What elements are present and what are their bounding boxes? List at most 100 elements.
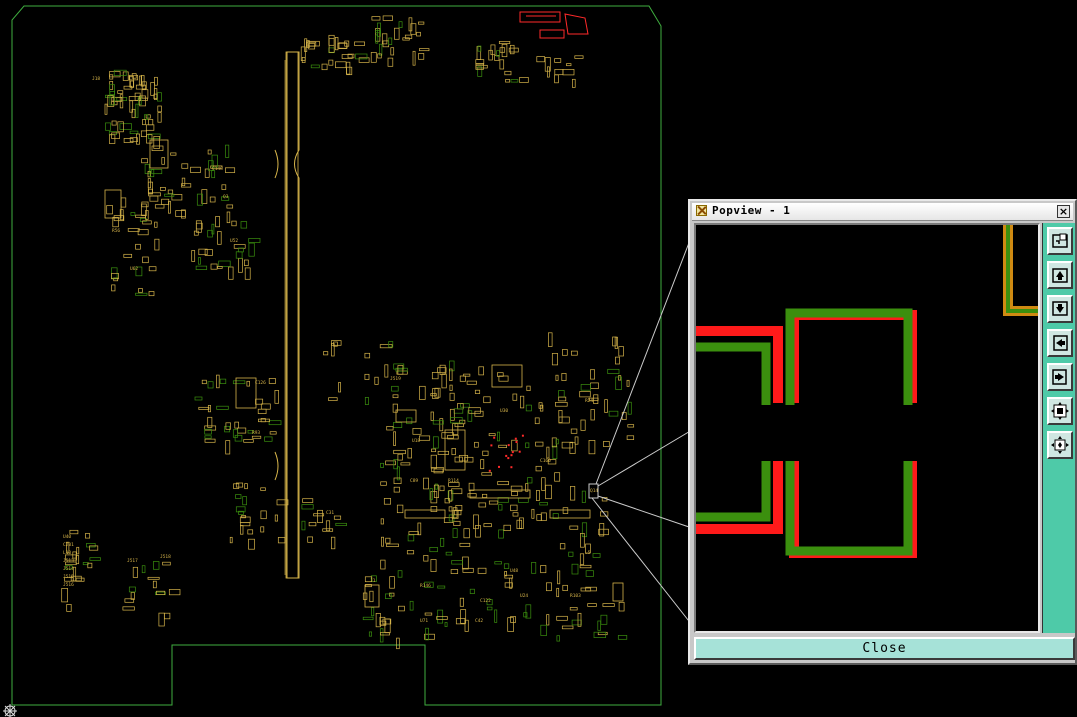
component-footprint [424, 581, 434, 588]
component-footprint [535, 465, 542, 472]
component-footprint [328, 59, 334, 66]
component-footprint [383, 498, 391, 505]
component-footprint [160, 187, 166, 191]
component-footprint [141, 203, 147, 217]
popview-window[interactable]: Popview - 1 × [688, 199, 1077, 665]
component-footprint [412, 50, 416, 66]
component-footprint [389, 592, 395, 597]
pan-left-button[interactable] [1047, 329, 1073, 357]
component-footprint [627, 401, 632, 415]
refdes-label: J513 [63, 559, 74, 564]
component-footprint [161, 198, 170, 205]
component-footprint [511, 491, 518, 497]
component-footprint [221, 184, 227, 190]
component-footprint [72, 551, 77, 559]
component-footprint [540, 624, 547, 636]
component-footprint [128, 586, 136, 593]
component-footprint [497, 481, 509, 486]
component-footprint [531, 508, 535, 519]
component-footprint [503, 524, 511, 531]
component-footprint [168, 200, 171, 214]
component-footprint [145, 124, 155, 131]
close-button[interactable]: Close [694, 637, 1075, 660]
component-footprint [525, 442, 530, 449]
component-footprint [396, 504, 404, 514]
component-footprint [419, 435, 431, 441]
component-footprint [153, 93, 158, 99]
zoom-in-icon [1051, 402, 1069, 420]
refdes-label: J519 [390, 377, 401, 382]
component-footprint [204, 425, 217, 431]
component-footprint [460, 403, 470, 408]
pan-up-button[interactable] [1047, 261, 1073, 289]
component-footprint [141, 158, 148, 164]
component-footprint [141, 201, 149, 208]
component-footprint [364, 373, 370, 380]
popview-zoom-view[interactable] [694, 223, 1040, 633]
component-footprint [406, 550, 415, 555]
component-footprint [393, 431, 396, 446]
component-footprint [579, 391, 591, 398]
component-footprint [497, 372, 504, 377]
component-footprint [512, 512, 519, 517]
component-footprint [599, 523, 605, 537]
component-footprint [460, 609, 467, 624]
component-footprint [157, 92, 162, 102]
component-footprint [499, 59, 505, 70]
component-footprint [225, 144, 230, 158]
zoom-fit-button[interactable] [1047, 227, 1073, 255]
component-footprint [388, 341, 394, 348]
component-footprint [398, 605, 405, 612]
component-footprint [117, 121, 124, 133]
component-footprint [454, 509, 462, 516]
component-footprint [196, 193, 203, 206]
connector-slot [286, 51, 300, 579]
pan-down-button[interactable] [1047, 295, 1073, 323]
component-footprint [226, 204, 234, 209]
component-footprint [268, 420, 282, 426]
pan-right-button[interactable] [1047, 363, 1073, 391]
component-footprint [335, 61, 347, 69]
component-footprint [235, 506, 246, 513]
highlight-pin [507, 457, 510, 460]
component-footprint [551, 353, 558, 366]
component-footprint [393, 363, 405, 370]
component-footprint [112, 216, 119, 228]
component-footprint [248, 238, 261, 243]
component-footprint [128, 74, 138, 81]
component-footprint [393, 422, 403, 428]
component-footprint [569, 525, 579, 530]
zoom-in-button[interactable] [1047, 397, 1073, 425]
component-footprint [240, 525, 244, 535]
component-footprint [626, 435, 635, 440]
component-footprint [585, 543, 591, 554]
component-footprint [519, 517, 524, 529]
component-footprint [382, 15, 393, 21]
component-footprint [135, 243, 141, 250]
zoom-out-button[interactable] [1047, 431, 1073, 459]
component-footprint [344, 40, 350, 47]
component-footprint [234, 421, 239, 429]
component-footprint [338, 42, 348, 49]
component-footprint [325, 520, 331, 532]
popview-titlebar[interactable]: Popview - 1 × [692, 203, 1073, 221]
component-footprint [627, 424, 635, 428]
highlight-pin [490, 444, 493, 447]
component-footprint [448, 506, 453, 512]
component-footprint [240, 221, 248, 229]
component-footprint [248, 242, 255, 257]
close-icon[interactable]: × [1057, 205, 1070, 218]
component-footprint [498, 375, 509, 382]
refdes-label: U71 [420, 619, 429, 624]
component-footprint [488, 433, 496, 437]
component-footprint [331, 343, 335, 357]
component-footprint [109, 134, 116, 144]
component-footprint [86, 543, 96, 548]
component-footprint [358, 57, 370, 63]
component-footprint [409, 600, 414, 611]
component-footprint [590, 369, 595, 380]
component-footprint [138, 288, 143, 293]
component-footprint [157, 112, 162, 123]
component-footprint [308, 522, 317, 527]
